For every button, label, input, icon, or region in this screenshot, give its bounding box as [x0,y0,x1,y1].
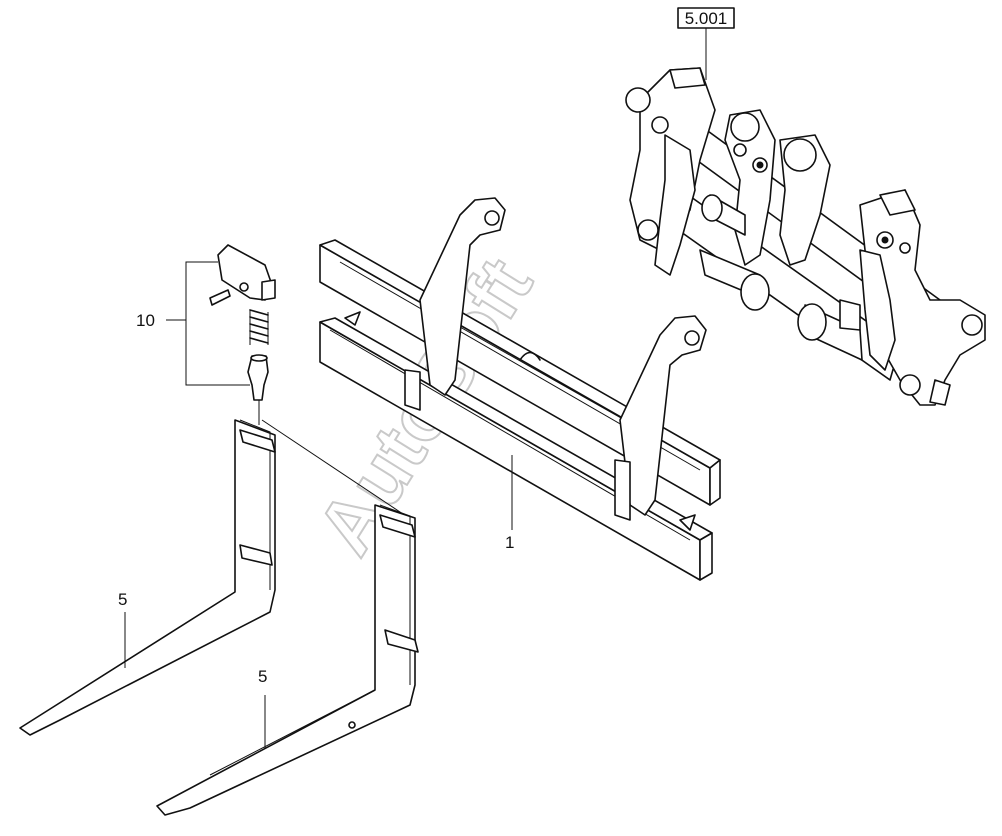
carriage-label: 1 [505,533,514,552]
callout-lock-pin: 10 [136,261,413,521]
fork-left-label: 5 [118,590,127,609]
quick-coupler [625,67,986,406]
lock-pin-label: 10 [136,311,155,330]
callout-carriage: 1 [505,455,514,552]
fork-carriage [319,197,721,581]
lock-pin-assembly [209,244,276,401]
callout-fork-left: 5 [118,590,127,668]
callout-ref-5001: 5.001 [677,7,735,80]
fork-right-label: 5 [258,667,267,686]
callout-fork-right: 5 [258,667,267,748]
ref-box-label: 5.001 [685,9,728,28]
fork-left [19,419,276,736]
fork-right [156,504,419,816]
